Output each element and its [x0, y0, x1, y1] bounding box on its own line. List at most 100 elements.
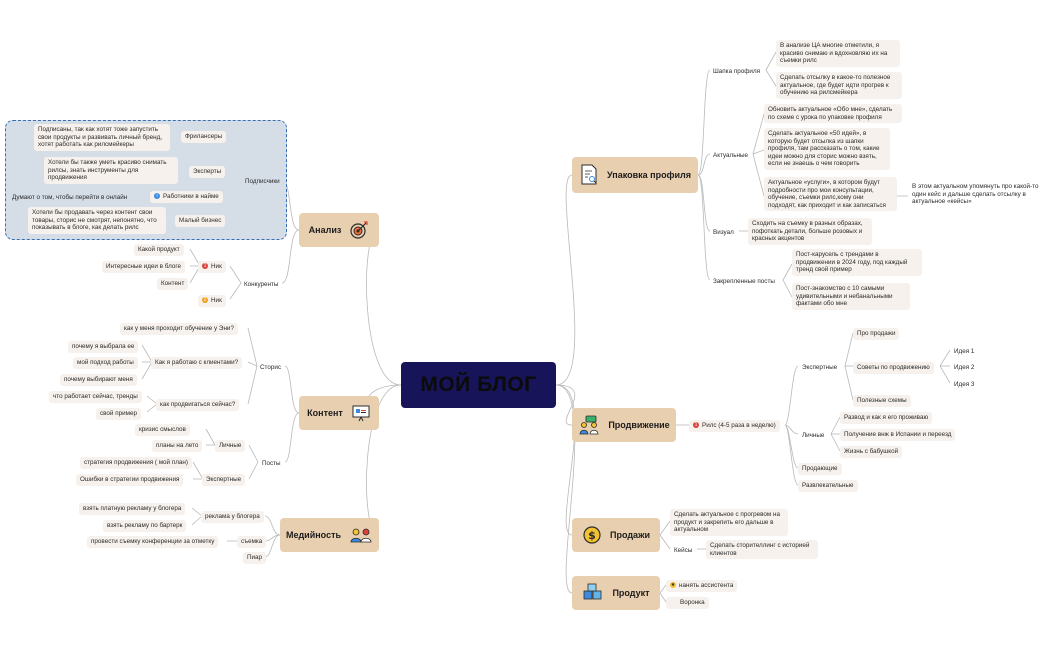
branch-product-label: Продукт — [612, 588, 650, 598]
node-experts-note[interactable]: Хотели бы также уметь красиво снимать ри… — [44, 157, 178, 184]
branch-promo[interactable]: Продвижение — [572, 408, 676, 442]
node-freelancers[interactable]: Фрилансеры — [181, 131, 227, 143]
branch-analysis-label: Анализ — [308, 225, 342, 235]
node-posts[interactable]: Посты — [262, 460, 281, 467]
node-ideas[interactable]: Интересные идеи в блоге — [102, 261, 186, 273]
dollar-coin-icon: $ — [583, 526, 601, 544]
node-visual[interactable]: Визуал — [713, 229, 734, 236]
node-header-note-2[interactable]: Сделать отсылку в какое-то полезное акту… — [776, 72, 902, 99]
node-why-choose[interactable]: почему выбирают меня — [60, 374, 137, 386]
branch-product[interactable]: Продукт — [572, 576, 660, 610]
boxes-icon — [584, 583, 602, 600]
node-summer[interactable]: планы на лето — [152, 440, 203, 452]
node-conference[interactable]: провести съемку конференции за отметку — [87, 536, 219, 548]
node-small-business-note[interactable]: Хотели бы продавать через контент свои т… — [28, 207, 166, 234]
node-fun[interactable]: Развлекательные — [798, 480, 858, 492]
node-ads[interactable]: реклама у блогера — [201, 511, 264, 523]
node-employees-label: Работники в найме — [163, 193, 219, 200]
priority-1-icon: 1 — [693, 422, 699, 429]
node-expert-posts[interactable]: Экспертные — [202, 474, 246, 486]
node-reels-label: Рилс (4-5 раза в неделю) — [702, 422, 776, 429]
node-why-me[interactable]: почему я выбрала ее — [68, 341, 139, 353]
node-employees-note[interactable]: Думают о том, чтобы перейти в онлайн — [12, 194, 128, 201]
node-actual-note-2[interactable]: Сделать актуальное «50 идей», в которую … — [764, 128, 890, 170]
node-useful[interactable]: Полезные схемы — [853, 395, 911, 407]
node-mistakes[interactable]: Ошибки в стратегии продвижения — [76, 474, 184, 486]
node-trends[interactable]: что работает сейчас, тренды — [49, 391, 142, 403]
node-crisis[interactable]: кризис смыслов — [135, 424, 190, 436]
branch-profile[interactable]: Упаковка профиля — [572, 157, 698, 193]
node-actual-note-3[interactable]: Актуальное «услуги», в котором будут под… — [764, 177, 897, 212]
chat-people-icon — [579, 415, 599, 435]
node-shooting[interactable]: съемка — [237, 536, 267, 548]
node-cases-note[interactable]: Сделать сторителлинг с историей клиентов — [706, 540, 818, 560]
node-tips[interactable]: Советы по продвижению — [853, 362, 934, 374]
node-vnzh[interactable]: Получение внж в Испании и переезд — [840, 429, 956, 441]
node-competitors[interactable]: Конкуренты — [244, 281, 279, 288]
node-how-work[interactable]: Как я работаю с клиентами? — [151, 357, 243, 369]
star-icon: ★ — [670, 582, 676, 589]
branch-profile-label: Упаковка профиля — [607, 170, 691, 180]
node-product[interactable]: Какой продукт — [134, 244, 184, 256]
node-barter[interactable]: взять рекламу по бартерк — [103, 520, 187, 532]
branch-analysis[interactable]: Анализ — [299, 213, 379, 247]
node-approach[interactable]: мой подход работы — [73, 357, 138, 369]
node-personal[interactable]: Личные — [215, 440, 246, 452]
node-funnel[interactable]: Воронка — [666, 597, 709, 609]
node-header-note-1[interactable]: В анализе ЦА многие отметили, я красиво … — [776, 40, 900, 67]
node-divorce[interactable]: Развод и как я его проживаю — [840, 412, 933, 424]
node-strategy[interactable]: стратегия продвижения ( мой план) — [80, 457, 192, 469]
node-assistant-label: нанять ассистента — [679, 582, 734, 589]
people-icon — [350, 528, 372, 543]
node-idea-2[interactable]: Идея 2 — [954, 364, 975, 371]
central-topic[interactable]: МОЙ БЛОГ — [401, 362, 556, 408]
target-icon — [350, 221, 368, 239]
node-stories[interactable]: Сторис — [260, 364, 282, 371]
branch-promo-label: Продвижение — [608, 420, 670, 430]
node-sales-note[interactable]: Сделать актуальное с прогревом на продук… — [670, 509, 788, 536]
priority-1-icon: 1 — [202, 263, 208, 270]
document-search-icon — [581, 164, 597, 185]
node-my-example[interactable]: свой пример — [96, 408, 141, 420]
branch-sales[interactable]: Продажи $ — [572, 518, 660, 552]
info-marker-icon: i — [154, 193, 160, 200]
node-paid-ad[interactable]: взять платную рекламу у блогера — [79, 503, 186, 515]
node-header[interactable]: Шапка профиля — [713, 68, 761, 75]
branch-media-label: Медийность — [285, 530, 342, 540]
node-assistant[interactable]: ★нанять ассистента — [666, 580, 738, 592]
node-pr[interactable]: Пиар — [243, 552, 267, 564]
node-nick-2-label: Ник — [211, 297, 222, 304]
node-actual[interactable]: Актуальные — [713, 152, 749, 159]
node-pinned-note-1[interactable]: Пост-карусель с трендами в продвижении в… — [792, 249, 922, 276]
svg-text:$: $ — [588, 529, 596, 542]
branch-content[interactable]: Контент — [299, 396, 379, 430]
node-actual-note-1[interactable]: Обновить актуальное «Обо мне», сделать п… — [764, 104, 902, 124]
node-pinned-note-2[interactable]: Пост-знакомство с 10 самыми удивительным… — [792, 283, 910, 310]
node-cases[interactable]: Кейсы — [674, 547, 693, 554]
node-content[interactable]: Контент — [157, 278, 189, 290]
node-actual-note-3b[interactable]: В этом актуальном упомянуть про какой-то… — [912, 183, 1039, 206]
node-subscribers[interactable]: Подписчики — [245, 178, 280, 185]
node-stories-q1[interactable]: как у меня проходит обучение у Эни? — [120, 323, 238, 335]
node-about-sales[interactable]: Про продажи — [853, 328, 900, 340]
node-promo-expert[interactable]: Экспертные — [802, 364, 838, 371]
node-selling[interactable]: Продающие — [798, 463, 842, 475]
node-how-promote[interactable]: как продвигаться сейчас? — [156, 399, 240, 411]
node-idea-1[interactable]: Идея 1 — [954, 348, 975, 355]
node-idea-3[interactable]: Идея 3 — [954, 381, 975, 388]
node-promo-personal[interactable]: Личные — [802, 432, 825, 439]
node-grandma[interactable]: Жизнь с бабушкой — [840, 446, 903, 458]
node-freelancers-note[interactable]: Подписаны, так как хотят тоже запустить … — [34, 124, 170, 151]
branch-media[interactable]: Медийность — [280, 518, 379, 552]
node-small-business[interactable]: Малый бизнес — [175, 215, 226, 227]
node-experts[interactable]: Эксперты — [189, 166, 226, 178]
node-pinned[interactable]: Закрепленные посты — [713, 278, 775, 285]
node-nick-1-label: Ник — [211, 263, 222, 270]
node-visual-note[interactable]: Сходить на съемку в разных образах, пофо… — [748, 218, 872, 245]
branch-content-label: Контент — [307, 408, 343, 418]
